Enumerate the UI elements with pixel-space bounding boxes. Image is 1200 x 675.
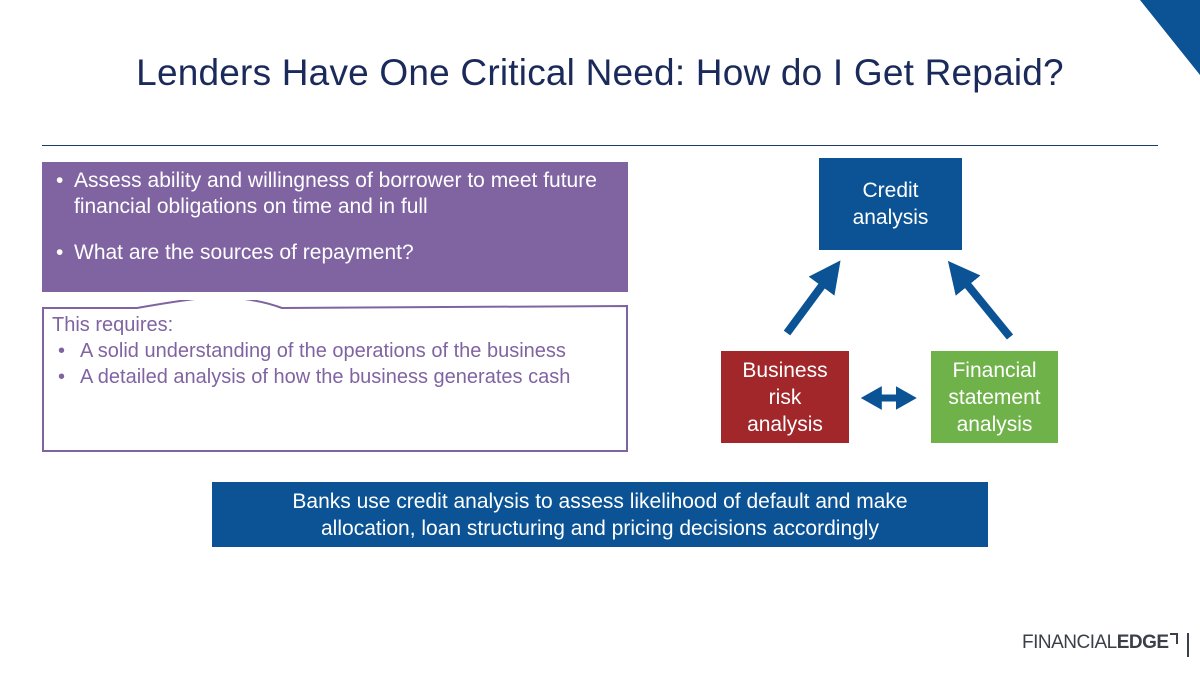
- financial-statement-node: Financial statement analysis: [931, 351, 1058, 443]
- business-node-line: analysis: [747, 412, 823, 436]
- bullet-dot: •: [58, 340, 66, 362]
- requirements-box-outline: [42, 300, 628, 452]
- financial-node-line: Financial: [952, 358, 1037, 382]
- conclusion-line: allocation, loan structuring and pricing…: [321, 517, 879, 540]
- financial-node-line: statement: [948, 385, 1041, 409]
- bullet-dot: •: [56, 241, 64, 264]
- bullet-dot: •: [56, 169, 64, 192]
- business-node-line: Business: [742, 358, 828, 382]
- assessment-bullet: • What are the sources of repayment?: [50, 240, 618, 266]
- assessment-box: • Assess ability and willingness of borr…: [42, 162, 628, 292]
- page-edge-marker: [1187, 633, 1189, 657]
- credit-node-line: analysis: [852, 206, 929, 229]
- requirement-item-text: A detailed analysis of how the business …: [80, 366, 571, 388]
- credit-node-line: Credit: [862, 179, 919, 202]
- conclusion-line: Banks use credit analysis to assess like…: [292, 490, 908, 513]
- logo-text-light: FINANCIAL: [1022, 632, 1117, 653]
- bullet-dot: •: [58, 366, 66, 388]
- corner-decoration: [1140, 0, 1200, 75]
- assessment-bullet-text: Assess ability and willingness of borrow…: [74, 169, 597, 218]
- requirements-heading: This requires:: [52, 314, 174, 336]
- logo-mark-icon: [1169, 633, 1178, 644]
- requirements-text: This requires: • A solid understanding o…: [52, 312, 622, 390]
- financial-node-line: analysis: [956, 412, 1033, 436]
- arrow-business-to-credit: [783, 260, 841, 336]
- requirement-item: • A solid understanding of the operation…: [52, 338, 622, 364]
- assessment-bullet-text: What are the sources of repayment?: [74, 241, 414, 264]
- credit-analysis-node: Credit analysis: [819, 158, 962, 250]
- logo-text-bold: EDGE: [1116, 632, 1169, 653]
- financial-edge-logo: FINANCIALEDGE: [1022, 632, 1178, 660]
- business-risk-node: Business risk analysis: [721, 351, 849, 443]
- arrow-financial-to-credit: [947, 260, 1014, 340]
- title-divider: [42, 145, 1158, 146]
- assessment-bullet: • Assess ability and willingness of borr…: [50, 168, 618, 220]
- conclusion-box: Banks use credit analysis to assess like…: [212, 482, 988, 547]
- requirements-box: This requires: • A solid understanding o…: [42, 300, 628, 452]
- business-node-line: risk: [768, 385, 802, 409]
- requirement-item-text: A solid understanding of the operations …: [80, 340, 566, 362]
- requirement-item: • A detailed analysis of how the busines…: [52, 364, 622, 390]
- slide-title: Lenders Have One Critical Need: How do I…: [136, 52, 1064, 93]
